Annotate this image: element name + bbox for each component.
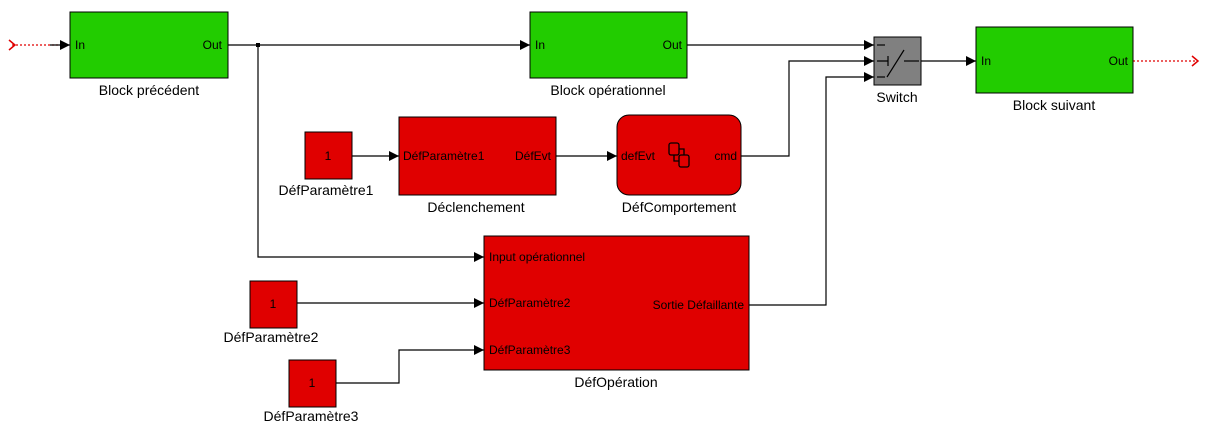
- block-suivant[interactable]: In Out Block suivant: [975, 26, 1134, 113]
- block-suivant-body[interactable]: [975, 26, 1134, 94]
- block-operation-in2-label: DéfParamètre2: [489, 296, 571, 310]
- block-operationnel-body[interactable]: [529, 11, 688, 79]
- block-declenchement-in-label: DéfParamètre1: [403, 149, 485, 163]
- block-operation-in1-label: Input opérationnel: [489, 250, 585, 264]
- constant-2-body[interactable]: [249, 280, 298, 329]
- wires: [8, 39, 1200, 384]
- block-precedent-out-label: Out: [203, 38, 223, 52]
- branch-point: [256, 43, 260, 47]
- block-operationnel-caption: Block opérationnel: [550, 82, 665, 98]
- block-declenchement-body[interactable]: [398, 116, 557, 196]
- external-output-arrowhead: [1191, 55, 1200, 67]
- block-comportement-out-label: cmd: [714, 149, 737, 163]
- block-operationnel-out-label: Out: [663, 38, 683, 52]
- block-precedent-in-label: In: [75, 38, 85, 52]
- wire-cmd-to-switch: [741, 56, 874, 157]
- constant-block-3[interactable]: 1 DéfParamètre3: [264, 359, 359, 424]
- block-operationnel[interactable]: In Out Block opérationnel: [529, 11, 688, 98]
- switch-icon: [877, 44, 919, 78]
- constant-block-1[interactable]: 1 DéfParamètre1: [279, 131, 374, 198]
- block-operationnel-in-label: In: [535, 38, 545, 52]
- block-declenchement-out-label: DéfEvt: [515, 149, 552, 163]
- constant-1-value: 1: [325, 149, 332, 163]
- external-input-arrowhead: [8, 39, 17, 51]
- stateflow-chart-icon: [668, 142, 690, 168]
- block-operation-in3-label: DéfParamètre3: [489, 343, 571, 357]
- block-suivant-out-label: Out: [1109, 54, 1129, 68]
- switch-caption: Switch: [876, 89, 917, 105]
- constant-1-body[interactable]: [304, 131, 353, 180]
- block-precedent-body[interactable]: [69, 11, 229, 79]
- block-precedent[interactable]: In Out Block précédent: [69, 11, 229, 98]
- block-comportement-in-label: defEvt: [621, 149, 656, 163]
- constant-2-caption: DéfParamètre2: [224, 329, 319, 345]
- block-operation-body[interactable]: [483, 235, 750, 371]
- block-comportement[interactable]: defEvt cmd DéfComportement: [616, 114, 742, 215]
- constant-3-value: 1: [309, 376, 316, 390]
- switch-block[interactable]: Switch: [873, 36, 922, 105]
- wire-const3-to-operation: [336, 345, 484, 384]
- block-operation-out-label: Sortie Défaillante: [653, 298, 745, 312]
- block-comportement-caption: DéfComportement: [622, 199, 736, 215]
- constant-block-2[interactable]: 1 DéfParamètre2: [224, 280, 319, 345]
- block-suivant-caption: Block suivant: [1013, 97, 1096, 113]
- wire-branch-to-operation: [257, 45, 484, 262]
- wire-operation-to-switch: [749, 72, 874, 306]
- block-declenchement-caption: Déclenchement: [427, 199, 524, 215]
- block-suivant-in-label: In: [981, 54, 991, 68]
- constant-2-value: 1: [270, 297, 277, 311]
- block-comportement-body[interactable]: [616, 114, 742, 196]
- constant-3-caption: DéfParamètre3: [264, 408, 359, 424]
- block-precedent-caption: Block précédent: [99, 82, 200, 98]
- constant-3-body[interactable]: [288, 359, 337, 408]
- block-operation-caption: DéfOpération: [574, 374, 657, 390]
- block-operation[interactable]: Input opérationnel DéfParamètre2 DéfPara…: [483, 235, 750, 390]
- block-declenchement[interactable]: DéfParamètre1 DéfEvt Déclenchement: [398, 116, 557, 215]
- constant-1-caption: DéfParamètre1: [279, 182, 374, 198]
